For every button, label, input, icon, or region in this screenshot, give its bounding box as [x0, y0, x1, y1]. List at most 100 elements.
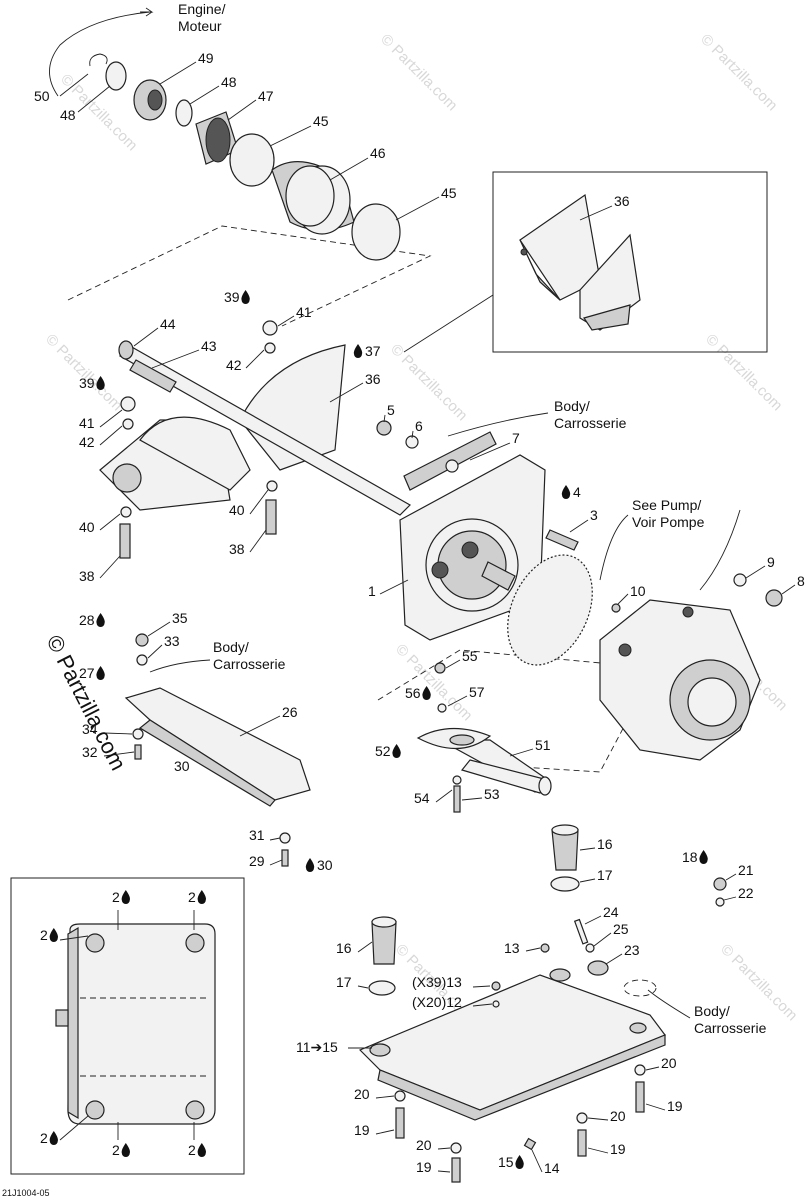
note-pump-line1: See Pump/ [632, 497, 701, 513]
callout-number: 19 [610, 1141, 626, 1157]
callout-number: 20 [610, 1108, 626, 1124]
ride-plate [358, 824, 727, 1183]
callout-number: 23 [624, 942, 640, 958]
callout-number: 2 [188, 889, 196, 905]
callout-number: 47 [258, 88, 274, 104]
watermark-light: © Partzilla.com [697, 31, 780, 114]
callout-number: 48 [60, 107, 76, 123]
callout-label: 2 [40, 1130, 58, 1146]
bolt-38-left [119, 523, 131, 559]
callout-number: 24 [603, 904, 619, 920]
callout-label: 35 [172, 610, 188, 626]
callout-label: 5 [387, 402, 395, 418]
callout-number: 50 [34, 88, 50, 104]
callout-label: 14 [544, 1160, 560, 1176]
lubricant-drop-icon [305, 858, 315, 872]
callout-number: 20 [661, 1055, 677, 1071]
clamp-45a [229, 133, 275, 187]
callout-label: 40 [79, 519, 95, 535]
watermark-light: © Partzilla.com [377, 31, 460, 114]
circlip-50 [89, 53, 108, 67]
callout-label: 48 [60, 107, 76, 123]
note-body-bottom-line2: Carrosserie [694, 1020, 767, 1036]
callout-label: 3 [590, 507, 598, 523]
callout-number: 5 [387, 402, 395, 418]
callout-number: 34 [82, 721, 98, 737]
callout-number: 17 [336, 974, 352, 990]
callout-number: 9 [767, 554, 775, 570]
washer-9 [733, 573, 747, 587]
intake-pipe [416, 662, 552, 813]
callout-label: 29 [249, 853, 265, 869]
callout-label: 27 [79, 665, 105, 681]
callout-number: 6 [415, 418, 423, 434]
callout-label: 15 [498, 1154, 524, 1170]
callout-number: 42 [226, 357, 242, 373]
callout-label: 43 [201, 338, 217, 354]
callout-label: 2 [40, 927, 58, 943]
fitting-16-left [371, 921, 397, 965]
callout-label: 2 [112, 1142, 130, 1158]
callout-number: 51 [535, 737, 551, 753]
callout-number: 31 [249, 827, 265, 843]
watermark-light: © Partzilla.com [387, 341, 470, 424]
callout-label: 6 [415, 418, 423, 434]
callout-label: 2 [112, 889, 130, 905]
callout-label: 2 [188, 889, 206, 905]
lubricant-drop-icon [197, 1143, 206, 1157]
callout-number: 40 [229, 502, 245, 518]
callout-number: 3 [590, 507, 598, 523]
callout-number: 2 [40, 927, 48, 943]
callout-number: 10 [630, 583, 646, 599]
callout-label: 4 [561, 484, 581, 500]
callout-number: 16 [597, 836, 613, 852]
callout-number: 48 [221, 74, 237, 90]
callout-number: 8 [797, 573, 805, 589]
clamp-45b [351, 203, 401, 261]
callout-label: 47 [258, 88, 274, 104]
callout-number: 2 [112, 889, 120, 905]
callout-number: 4 [573, 484, 581, 500]
callout-label: 39 [79, 375, 105, 391]
callout-label: 17 [597, 867, 613, 883]
callout-label: 51 [535, 737, 551, 753]
lubricant-drop-icon [561, 485, 571, 499]
grommet-23 [587, 960, 609, 976]
callout-label: 9 [767, 554, 775, 570]
note-engine-line1: Engine/ [178, 1, 226, 17]
callout-number: 16 [336, 940, 352, 956]
inset-box-part-36 [492, 171, 768, 353]
callout-number: 38 [229, 541, 245, 557]
callout-label: 38 [79, 568, 95, 584]
drive-shaft-assembly [99, 320, 509, 596]
lubricant-drop-icon [515, 1155, 524, 1169]
nut-41-left [120, 396, 136, 412]
callout-label: 39 [224, 289, 250, 305]
callout-label: 20 [610, 1108, 626, 1124]
callout-label: (X20)12 [412, 994, 462, 1010]
lubricant-drop-icon [121, 1143, 130, 1157]
lubricant-drop-icon [96, 613, 105, 627]
callout-number: 19 [416, 1159, 432, 1175]
callout-number: 57 [469, 684, 485, 700]
diagram-code: 21J1004-05 [2, 1188, 50, 1198]
callout-label: 8 [797, 573, 805, 589]
nut-41-right [262, 320, 278, 336]
callout-number: 46 [370, 145, 386, 161]
callout-number: 17 [597, 867, 613, 883]
inset-box-plate-top-view [10, 877, 245, 1175]
callout-number: 20 [354, 1086, 370, 1102]
callout-label: 33 [164, 633, 180, 649]
callout-label: 20 [416, 1137, 432, 1153]
callout-number: 19 [667, 1098, 683, 1114]
plate-top-view [55, 923, 216, 1125]
callout-number: 36 [365, 371, 381, 387]
bushing-44 [118, 340, 134, 360]
callout-number: 43 [201, 338, 217, 354]
callout-label: 24 [603, 904, 619, 920]
lubricant-drop-icon [241, 290, 250, 304]
fitting-10 [611, 603, 621, 613]
callout-label: 52 [375, 743, 401, 759]
callout-number: 38 [79, 568, 95, 584]
lubricant-drop-icon [392, 744, 401, 758]
